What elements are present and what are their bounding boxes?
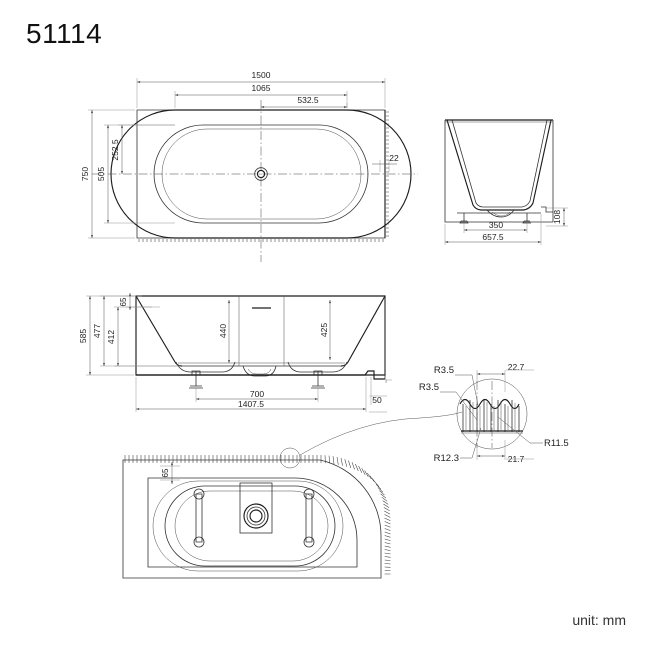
dim-label-22: 22 xyxy=(389,153,399,163)
dim-half-inner-length: 532.5 xyxy=(260,95,348,109)
dim-base-length: 1407.5 xyxy=(135,377,367,412)
dim-radius-1: R3.5 xyxy=(434,365,479,406)
dim-label-1500: 1500 xyxy=(252,70,271,80)
dim-plinth-height: 108 xyxy=(546,207,568,227)
dim-end-overall-width: 657.5 xyxy=(444,214,542,245)
dim-half-inner-width: 252.5 xyxy=(110,124,175,175)
dim-label-1065: 1065 xyxy=(252,83,271,93)
plan-wall-hatching xyxy=(386,111,389,237)
dim-label-657-5: 657.5 xyxy=(482,232,504,242)
dim-label-252-5: 252.5 xyxy=(110,139,120,161)
dim-label-750: 750 xyxy=(80,167,90,181)
dim-label-585: 585 xyxy=(78,329,88,343)
dim-label-700: 700 xyxy=(250,389,264,399)
dim-label-412: 412 xyxy=(106,330,116,344)
dim-rim-thickness: 65 xyxy=(119,292,152,311)
detail-boundary-circle xyxy=(456,378,528,450)
dim-wall-thickness: 22 xyxy=(372,153,399,172)
dim-label-477: 477 xyxy=(92,324,102,338)
dim-skirt-offset: 50 xyxy=(369,377,392,413)
dim-foot-spacing: 350 xyxy=(463,220,528,233)
plan-view: 1500 1065 532.5 750 xyxy=(80,70,418,262)
front-elevation-view: 585 477 412 65 xyxy=(78,292,392,413)
dim-label-108: 108 xyxy=(552,210,562,224)
dim-label-r12-3: R12.3 xyxy=(434,453,459,464)
dim-radius-2: R3.5 xyxy=(419,382,478,421)
dim-overall-width: 750 xyxy=(80,109,135,239)
dim-label-bottom-65: 65 xyxy=(161,468,170,477)
bottom-drain-icon xyxy=(243,503,269,529)
unit-note: unit: mm xyxy=(572,612,626,628)
dim-label-r3-5-lower: R3.5 xyxy=(419,382,439,393)
dim-label-425: 425 xyxy=(319,323,329,337)
dim-detail-width-top: 22.7 xyxy=(476,362,534,392)
detail-leader-line xyxy=(299,411,463,456)
dim-label-50: 50 xyxy=(372,395,382,405)
dim-label-350: 350 xyxy=(489,220,503,230)
bottom-view: 65 xyxy=(122,411,463,579)
dim-label-505: 505 xyxy=(96,167,106,181)
dim-label-22-7: 22.7 xyxy=(508,362,525,372)
dim-label-65: 65 xyxy=(119,297,128,306)
dim-water-depth-right: 425 xyxy=(319,299,332,361)
bottom-support-rails xyxy=(193,488,315,548)
front-elevation-feet xyxy=(189,370,325,389)
dim-label-1407-5: 1407.5 xyxy=(238,399,264,409)
dim-label-440: 440 xyxy=(218,324,228,338)
dim-bottom-rim-offset: 65 xyxy=(160,461,180,485)
detail-callout-circle xyxy=(279,447,301,469)
dim-detail-width-bottom: 21.7 xyxy=(476,440,534,464)
dim-front-foot-spacing: 700 xyxy=(195,388,319,402)
dim-radius-4: R11.5 xyxy=(497,416,569,449)
dim-radius-3: R12.3 xyxy=(434,427,482,464)
bottom-view-hatching xyxy=(124,455,391,575)
dim-inner-height: 412 xyxy=(106,306,180,367)
dim-label-r11-5: R11.5 xyxy=(544,438,569,449)
dim-water-depth-left: 440 xyxy=(218,299,231,364)
dim-label-532-5: 532.5 xyxy=(297,95,319,105)
dim-label-r3-5-upper: R3.5 xyxy=(434,365,454,376)
plan-bottom-hatching xyxy=(138,239,384,242)
detail-view: 22.7 21.7 R3.5 R3.5 xyxy=(419,362,569,464)
dim-overall-length: 1500 xyxy=(136,70,386,108)
drain-icon xyxy=(254,167,268,181)
end-elevation-view: 108 350 657.5 xyxy=(444,119,568,245)
page-title: 51114 xyxy=(26,18,103,49)
